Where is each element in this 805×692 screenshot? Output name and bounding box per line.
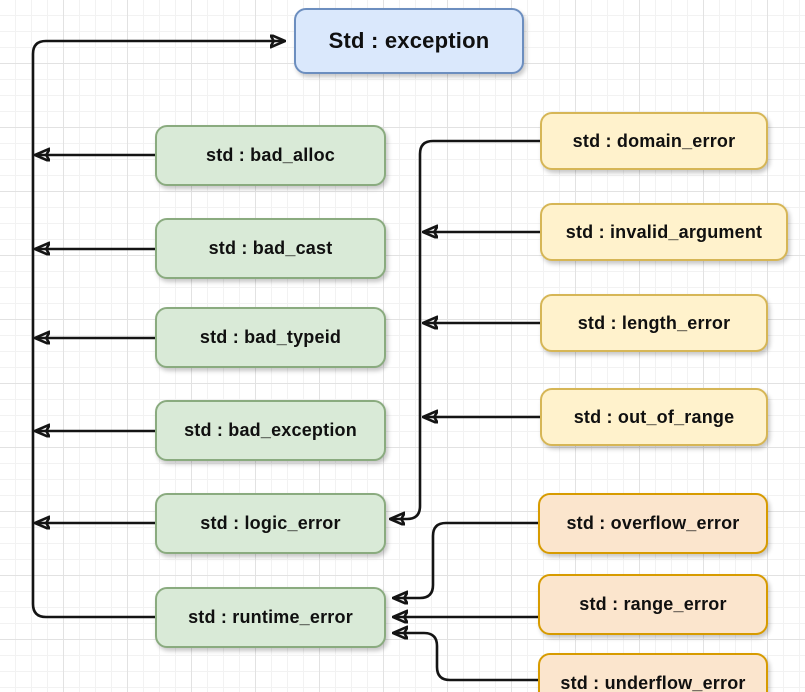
node-overflow-error: std : overflow_error [538, 493, 768, 554]
node-bad-typeid: std : bad_typeid [155, 307, 386, 368]
node-bad-exception: std : bad_exception [155, 400, 386, 461]
node-underflow-error: std : underflow_error [538, 653, 768, 692]
node-range-error: std : range_error [538, 574, 768, 635]
connector-underflow-to-runtime [394, 633, 538, 682]
node-out-of-range: std : out_of_range [540, 388, 768, 446]
node-domain-error: std : domain_error [540, 112, 768, 170]
node-invalid-argument: std : invalid_argument [540, 203, 788, 261]
node-bad-alloc: std : bad_alloc [155, 125, 386, 186]
node-logic-error: std : logic_error [155, 493, 386, 554]
node-runtime-error: std : runtime_error [155, 587, 386, 648]
connector-trunk-to-exception [31, 41, 284, 619]
node-bad-cast: std : bad_cast [155, 218, 386, 279]
connector-overflow-to-runtime [394, 521, 538, 598]
node-length-error: std : length_error [540, 294, 768, 352]
connector-domain-to-logic [391, 139, 540, 519]
node-std-exception: Std : exception [294, 8, 524, 74]
